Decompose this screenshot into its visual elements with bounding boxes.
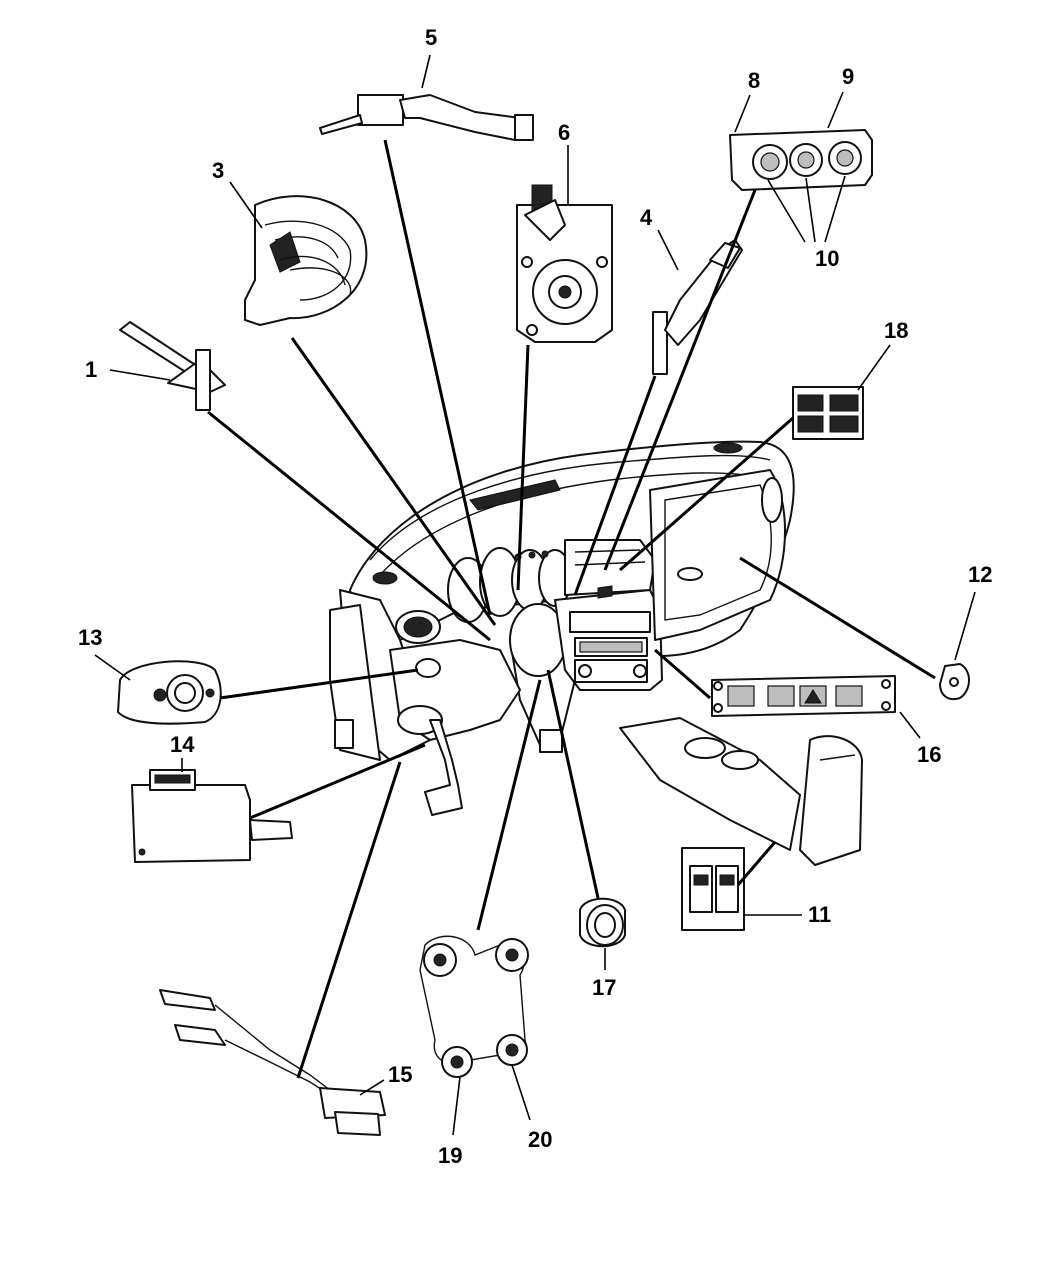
instrument-panel-illustration <box>329 440 795 816</box>
multifunction-switch <box>119 321 226 411</box>
callout-11: 11 <box>808 902 831 927</box>
callout-6: 6 <box>558 120 570 145</box>
callout-19: 19 <box>438 1143 462 1168</box>
hvac-control <box>729 129 873 191</box>
callout-1: 1 <box>85 357 97 382</box>
headlamp-switch <box>117 660 222 725</box>
callout-16: 16 <box>917 742 941 767</box>
callout-18: 18 <box>884 318 908 343</box>
callout-5: 5 <box>425 25 437 50</box>
clockspring <box>244 195 368 326</box>
leader-lines <box>94 54 976 1136</box>
stoplamp-switch <box>131 769 293 863</box>
wiring-harness <box>159 989 386 1136</box>
ignition-switch <box>516 184 613 343</box>
callout-15: 15 <box>388 1062 412 1087</box>
callout-labels: 1 3 4 5 6 8 9 10 11 12 13 14 15 16 17 18… <box>78 25 992 1168</box>
callout-14: 14 <box>170 732 195 757</box>
power-outlet <box>579 897 626 948</box>
callout-4: 4 <box>640 205 653 230</box>
callout-10: 10 <box>815 246 839 271</box>
switch-bank <box>711 675 896 717</box>
sensor <box>939 663 970 701</box>
wiper-switch <box>319 94 534 141</box>
callout-20: 20 <box>528 1127 552 1152</box>
callout-3: 3 <box>212 158 224 183</box>
window-switch <box>792 386 864 440</box>
callout-9: 9 <box>842 64 854 89</box>
callout-17: 17 <box>592 975 616 1000</box>
heated-seat-switch <box>681 847 745 931</box>
callout-12: 12 <box>968 562 992 587</box>
console-illustration <box>619 717 863 866</box>
callout-13: 13 <box>78 625 102 650</box>
seat-switch-harness <box>419 935 529 1078</box>
callout-8: 8 <box>748 68 760 93</box>
